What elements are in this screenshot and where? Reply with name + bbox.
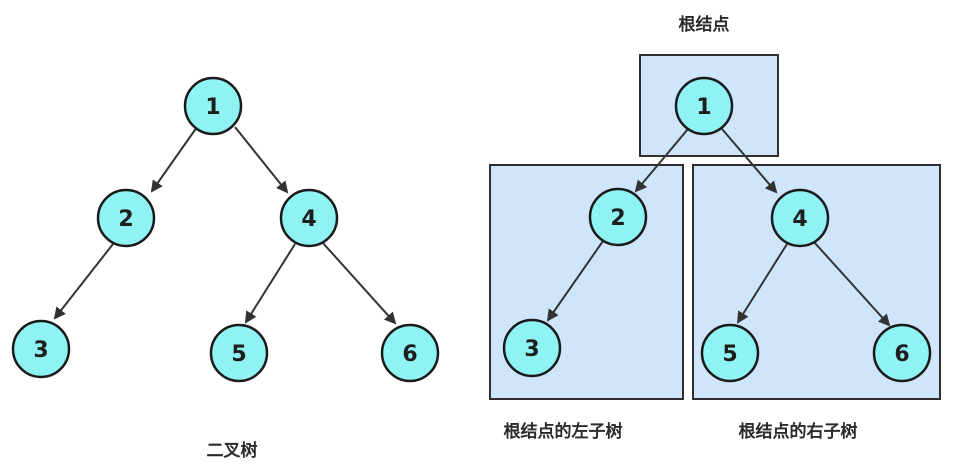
left-tree-edges [53, 126, 397, 325]
edge-r-2-3 [546, 240, 604, 322]
right-subtree-caption: 根结点的右子树 [739, 421, 858, 442]
right-tree-nodes: 1 2 4 3 5 6 [502, 76, 932, 383]
node-4-label: 4 [301, 207, 316, 232]
node-1-label: 1 [205, 95, 220, 120]
edge-r-1-2 [634, 128, 689, 193]
node-r-6-label: 6 [894, 342, 909, 367]
node-2-label: 2 [118, 207, 133, 232]
edge-r-4-6 [813, 241, 891, 327]
edge-2-3 [53, 243, 114, 320]
node-1: 1 [183, 76, 243, 136]
edge-4-6 [321, 241, 397, 325]
node-3-label: 3 [33, 338, 48, 363]
node-r-1-label: 1 [696, 95, 711, 120]
edge-1-2 [150, 126, 198, 193]
node-r-6: 6 [872, 323, 932, 383]
left-subtree-caption: 根结点的左子树 [504, 421, 623, 442]
node-r-5-label: 5 [722, 342, 737, 367]
node-r-4: 4 [770, 188, 830, 248]
node-6-label: 6 [402, 342, 417, 367]
edge-r-1-4 [721, 128, 778, 194]
edge-1-4 [234, 126, 289, 194]
node-6: 6 [380, 323, 440, 383]
left-tree-nodes: 1 2 4 3 5 6 [11, 76, 440, 383]
node-r-5: 5 [700, 323, 760, 383]
node-4: 4 [279, 188, 339, 248]
edge-4-5 [244, 243, 296, 324]
node-5-label: 5 [231, 342, 246, 367]
node-5: 5 [209, 323, 269, 383]
node-r-2: 2 [588, 187, 648, 247]
node-r-4-label: 4 [792, 207, 807, 232]
root-caption: 根结点 [679, 14, 730, 35]
right-tree-edges [546, 128, 891, 327]
node-r-3: 3 [502, 318, 562, 378]
node-2: 2 [96, 188, 156, 248]
node-r-1: 1 [674, 76, 734, 136]
binary-tree-caption: 二叉树 [207, 441, 258, 461]
node-3: 3 [11, 319, 71, 379]
edge-r-4-5 [736, 243, 788, 324]
node-r-2-label: 2 [610, 206, 625, 231]
node-r-3-label: 3 [524, 337, 539, 362]
